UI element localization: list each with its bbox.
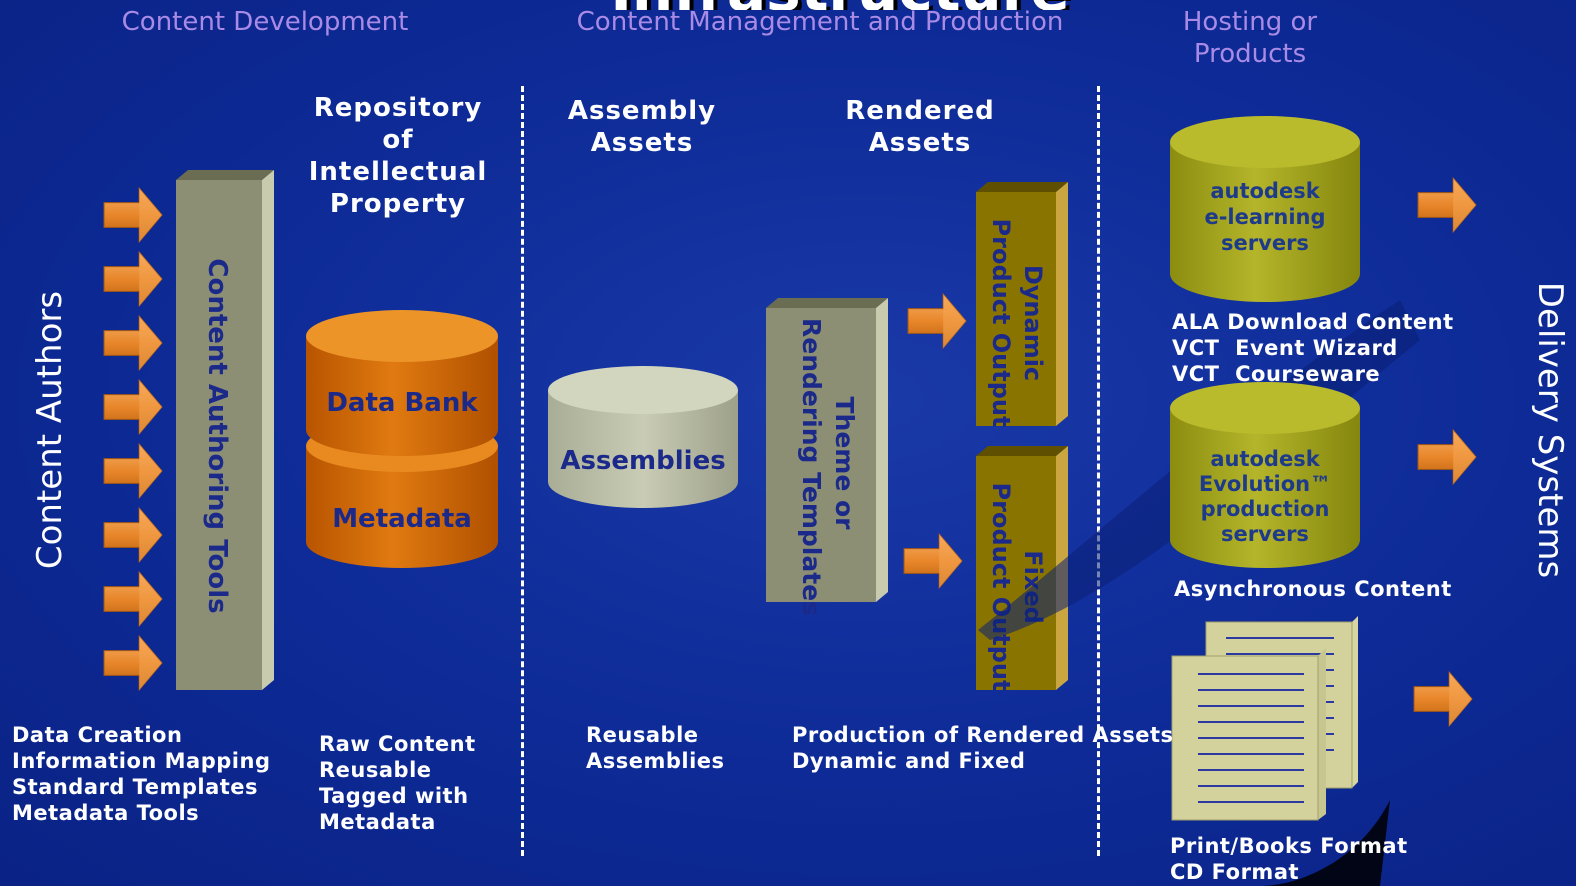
slide-title: Infrastructure <box>480 0 1200 10</box>
delivery-systems-label: Delivery Systems <box>1530 281 1570 579</box>
arrow-icon <box>102 314 164 372</box>
arrow-icon <box>102 570 164 628</box>
print-notes: Print/Books Format CD Format <box>1170 834 1408 884</box>
arrow-icon <box>1416 428 1478 486</box>
assemblies-cylinder <box>548 366 738 508</box>
arrow-icon <box>102 186 164 244</box>
arrow-icon <box>902 532 964 590</box>
section-hosting: Hosting or Products <box>1182 7 1318 69</box>
metadata-label: Metadata <box>332 504 472 534</box>
evolution-notes: Asynchronous Content <box>1174 577 1452 601</box>
separator-line <box>521 86 524 856</box>
content-authors-label: Content Authors <box>30 290 70 570</box>
development-notes: Data Creation Information Mapping Standa… <box>12 723 271 825</box>
content-authoring-tools-label: Content Authoring Tools <box>202 258 232 614</box>
heading-assembly-assets: Assembly Assets <box>567 96 717 158</box>
evolution-servers-label: autodesk Evolution™ production servers <box>1198 447 1332 546</box>
arrow-icon <box>102 442 164 500</box>
separator-line <box>1097 86 1100 856</box>
rendering-templates-box <box>766 298 888 602</box>
arrow-icon <box>1412 670 1474 728</box>
assembly-notes: Reusable Assemblies <box>586 723 725 773</box>
elearning-servers-label: autodesk e-learning servers <box>1204 179 1326 255</box>
dynamic-output-box <box>976 182 1068 426</box>
fixed-output-box <box>976 446 1068 690</box>
arrow-icon <box>102 378 164 436</box>
documents-icon <box>1171 616 1358 821</box>
section-content-management: Content Management and Production <box>576 7 1064 37</box>
heading-repository: Repository of Intellectual Property <box>308 93 488 219</box>
repository-cylinders <box>306 310 498 568</box>
rendered-notes: Production of Rendered Assets Dynamic an… <box>792 723 1174 773</box>
arrow-icon <box>102 506 164 564</box>
arrow-icon <box>102 634 164 692</box>
evolution-servers-cylinder <box>1170 382 1360 568</box>
elearning-servers-cylinder <box>1170 116 1360 302</box>
rendering-templates-label: Theme or Rendering Templates <box>797 318 859 617</box>
arrow-icon <box>1416 176 1478 234</box>
elearning-notes: ALA Download Content VCT Event Wizard VC… <box>1172 310 1454 386</box>
heading-rendered-assets: Rendered Assets <box>845 96 995 158</box>
arrow-icon <box>102 250 164 308</box>
data-bank-label: Data Bank <box>326 388 478 418</box>
assemblies-label: Assemblies <box>560 446 726 476</box>
section-content-development: Content Development <box>121 7 409 37</box>
repository-notes: Raw Content Reusable Tagged with Metadat… <box>319 732 476 834</box>
content-authoring-tools-box <box>176 170 274 690</box>
arrow-icon <box>906 292 968 350</box>
